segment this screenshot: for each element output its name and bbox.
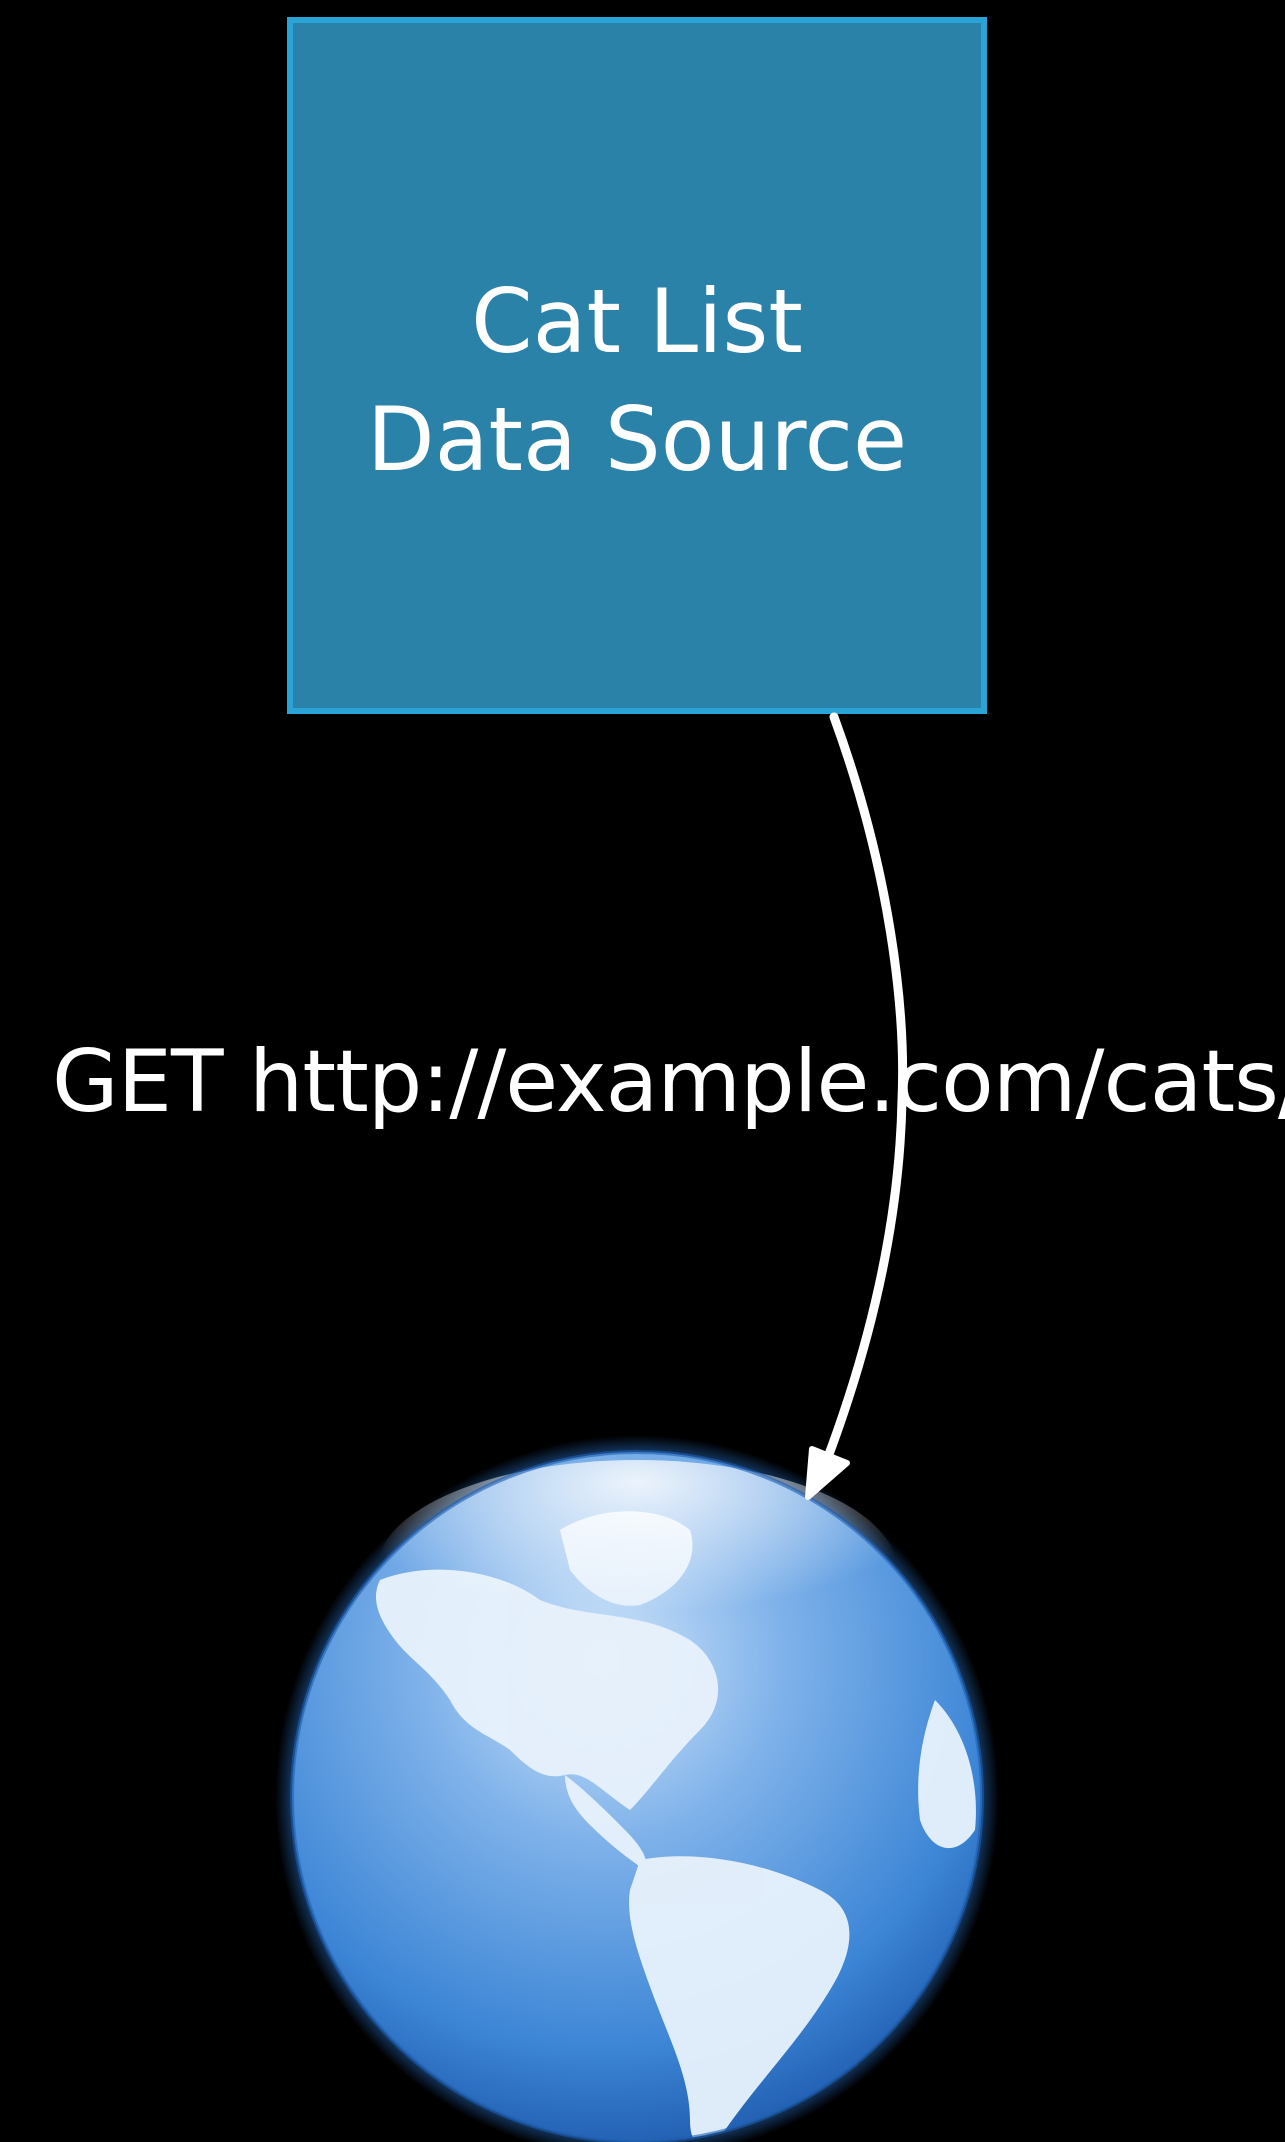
request-label: GET http://example.com/cats/ xyxy=(52,1032,1285,1132)
data-source-title-line2: Data Source xyxy=(366,388,908,491)
data-source-box: Cat List Data Source xyxy=(287,17,987,714)
data-source-title-line1: Cat List xyxy=(471,270,803,373)
arrow-down-icon xyxy=(805,712,908,1500)
globe-icon xyxy=(275,1435,999,2142)
